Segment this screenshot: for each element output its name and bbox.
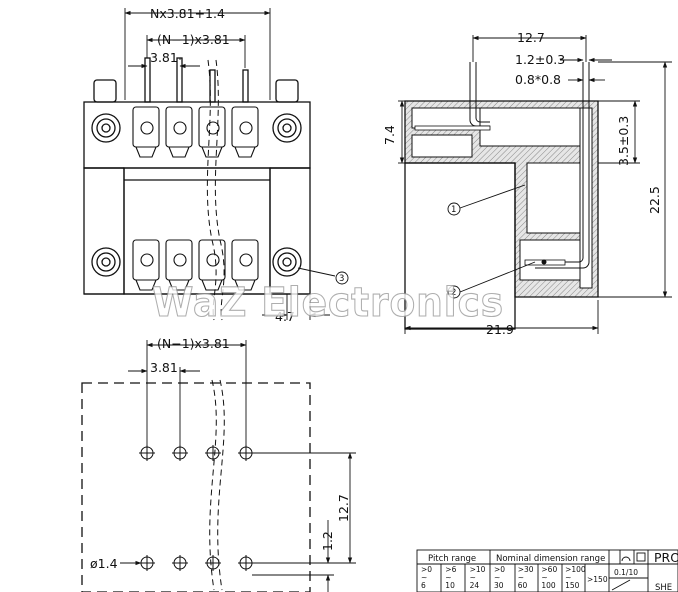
callout-1: 1 [447, 202, 461, 216]
table-header-pro: PRO [654, 550, 678, 565]
dim-pcb-12: 1.2 [320, 531, 335, 551]
svg-text:1: 1 [451, 205, 456, 215]
table-nominal-cell-2: >60~100 [541, 565, 557, 590]
dim-side-08: 0.8*0.8 [515, 72, 561, 87]
svg-text:2: 2 [451, 288, 456, 298]
table-gt150: >150 [587, 575, 608, 584]
table-nominal-cell-3: >100~150 [565, 565, 586, 590]
pcb-layout [81, 379, 311, 592]
callout-2: 2 [447, 285, 461, 299]
dim-pcb-pitch: 3.81 [150, 360, 178, 375]
watermark: WaZ Electronics [152, 280, 504, 326]
dim-hole-dia: ø1.4 [90, 556, 118, 571]
dim-side-35: 3.5±0.3 [616, 116, 631, 166]
dim-pcb-pitch-total: (N−1)x3.81 [157, 336, 230, 351]
table-pitch-cell-0: >0~6 [421, 565, 432, 590]
dim-pitch-total-top: (N−1)x3.81 [157, 32, 230, 47]
tolerance-table [416, 549, 678, 592]
dim-side-127: 12.7 [517, 30, 545, 45]
table-pitch-cell-1: >6~10 [445, 565, 456, 590]
dim-top-width: Nx3.81+1.4 [150, 6, 225, 21]
table-header-nominal: Nominal dimension range [496, 554, 605, 564]
dim-side-219: 21.9 [486, 322, 514, 337]
table-nominal-cell-1: >30~60 [518, 565, 534, 590]
callout-3: 3 [335, 271, 349, 285]
table-tol: 0.1/10 [614, 568, 638, 577]
table-pitch-cells: >0~6 >6~10 >10~24 [421, 565, 486, 590]
side-view-dimensions [398, 35, 672, 334]
table-she: SHE [655, 583, 672, 592]
front-view [83, 57, 311, 321]
dim-pitch-top: 3.81 [150, 50, 178, 65]
front-view-dimensions [124, 8, 336, 320]
dim-offset-47: 4.7 [275, 309, 295, 324]
dim-side-74: 7.4 [382, 125, 397, 145]
svg-text:3: 3 [339, 274, 344, 284]
dim-pcb-127: 12.7 [336, 494, 351, 522]
table-header-pitch: Pitch range [428, 554, 476, 564]
table-nominal-cells: >0~30 >30~60 >60~100 >100~150 [494, 565, 586, 590]
pcb-dimensions [120, 340, 356, 592]
table-pitch-cell-2: >10~24 [470, 565, 486, 590]
table-nominal-cell-0: >0~30 [494, 565, 505, 590]
dim-side-225: 22.5 [647, 186, 662, 214]
dim-side-12: 1.2±0.3 [515, 52, 565, 67]
